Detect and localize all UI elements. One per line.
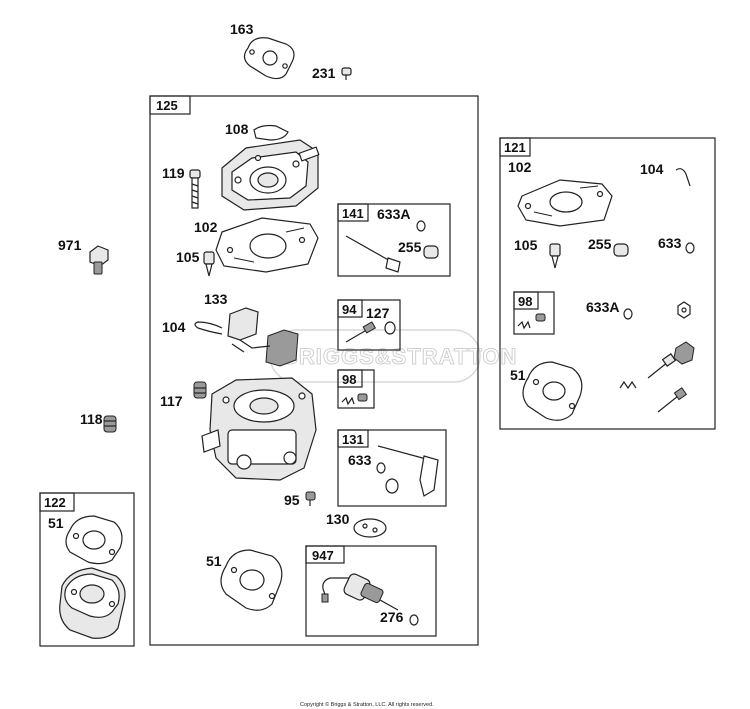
screw-95[interactable] (305, 491, 316, 506)
label-95: 95 (284, 492, 300, 508)
copyright-text: Copyright © Briggs & Stratton, LLC. All … (300, 701, 434, 708)
label-104-121: 104 (640, 161, 664, 177)
washer-633-131[interactable] (376, 462, 386, 474)
gasket-51-122[interactable] (65, 515, 123, 565)
label-255-121: 255 (588, 236, 612, 252)
label-119: 119 (162, 165, 185, 181)
fitting-118[interactable] (103, 415, 117, 433)
pin-104-121[interactable] (675, 168, 691, 187)
fitting-117[interactable] (193, 381, 207, 399)
group-131-label: 131 (342, 432, 364, 447)
label-633-121: 633 (658, 235, 682, 251)
group-125-frame (149, 95, 479, 646)
group-94-tag (337, 299, 363, 318)
group-122-frame (39, 492, 135, 647)
carburetor-body[interactable] (201, 377, 317, 481)
label-104-main: 104 (162, 319, 186, 335)
gasket-102-121[interactable] (517, 179, 613, 227)
solenoid-947[interactable] (321, 572, 399, 611)
gasket-51-121[interactable] (522, 361, 583, 421)
screw-231[interactable] (341, 67, 352, 80)
label-108: 108 (225, 121, 249, 137)
label-633A-141: 633A (377, 206, 410, 222)
carburetor-top-cover[interactable] (221, 139, 320, 211)
group-121-tag (499, 137, 531, 157)
throttle-shaft-131[interactable] (377, 445, 439, 497)
label-231: 231 (312, 65, 336, 81)
label-118: 118 (80, 411, 103, 427)
gasket-108[interactable] (253, 124, 289, 141)
needle-94[interactable] (345, 321, 377, 343)
shaft-141[interactable] (345, 235, 401, 273)
gasket-51-main[interactable] (220, 549, 283, 611)
label-117: 117 (160, 393, 183, 409)
needle-105-121[interactable] (549, 243, 561, 269)
washer-276[interactable] (409, 614, 419, 626)
label-633-131: 633 (348, 452, 372, 468)
spacer-block-122[interactable] (59, 567, 126, 639)
label-130: 130 (326, 511, 350, 527)
washer-633A-121[interactable] (623, 308, 633, 320)
group-122-tag (39, 492, 75, 512)
brand-watermark: BRIGGS&STRATTON (269, 329, 517, 383)
group-947-label: 947 (312, 548, 334, 563)
screw-119[interactable] (189, 169, 201, 209)
label-971: 971 (58, 237, 82, 253)
label-163: 163 (230, 21, 254, 37)
screw-spring-98-121[interactable] (517, 313, 546, 330)
needle-105-main[interactable] (203, 251, 215, 277)
label-102-main: 102 (194, 219, 218, 235)
group-125-tag (149, 95, 191, 115)
group-125-label: 125 (156, 98, 178, 113)
nut-121[interactable] (677, 301, 691, 319)
label-51-main: 51 (206, 553, 222, 569)
washer-633A-141[interactable] (416, 220, 426, 232)
label-255-141: 255 (398, 239, 422, 255)
gasket-163[interactable] (243, 37, 295, 80)
label-133: 133 (204, 291, 228, 307)
idle-needle-assembly-121[interactable] (619, 341, 695, 413)
group-121-frame (499, 137, 716, 430)
pin-104-main[interactable] (194, 321, 223, 335)
label-102-121: 102 (508, 159, 532, 175)
group-98-121-tag (513, 291, 539, 310)
group-947-frame (305, 545, 437, 637)
label-127: 127 (366, 305, 390, 321)
bushing-255-121[interactable] (613, 243, 629, 257)
group-131-frame (337, 429, 447, 507)
group-122-label: 122 (44, 495, 66, 510)
float-133[interactable] (227, 307, 299, 367)
group-98-main-tag (337, 369, 363, 388)
group-121-label: 121 (504, 140, 526, 155)
gasket-102-main[interactable] (215, 217, 319, 273)
group-94-frame (337, 299, 401, 351)
screw-spring-98-main[interactable] (341, 393, 368, 406)
group-141-tag (337, 203, 369, 222)
group-131-tag (337, 429, 369, 448)
label-276: 276 (380, 609, 404, 625)
label-105-main: 105 (176, 249, 200, 265)
disc-130[interactable] (353, 518, 387, 538)
washer-633-121[interactable] (685, 242, 695, 254)
oring-127[interactable] (384, 321, 396, 335)
label-105-121: 105 (514, 237, 538, 253)
label-51-122: 51 (48, 515, 64, 531)
group-141-label: 141 (342, 206, 364, 221)
group-141-frame (337, 203, 451, 277)
group-947-tag (305, 545, 345, 564)
bolt-971[interactable] (89, 245, 109, 275)
group-98-main-label: 98 (342, 372, 356, 387)
bushing-255-141[interactable] (423, 245, 439, 259)
group-98-121-label: 98 (518, 294, 532, 309)
label-633A-121: 633A (586, 299, 619, 315)
label-51-121: 51 (510, 367, 526, 383)
group-94-label: 94 (342, 302, 357, 317)
